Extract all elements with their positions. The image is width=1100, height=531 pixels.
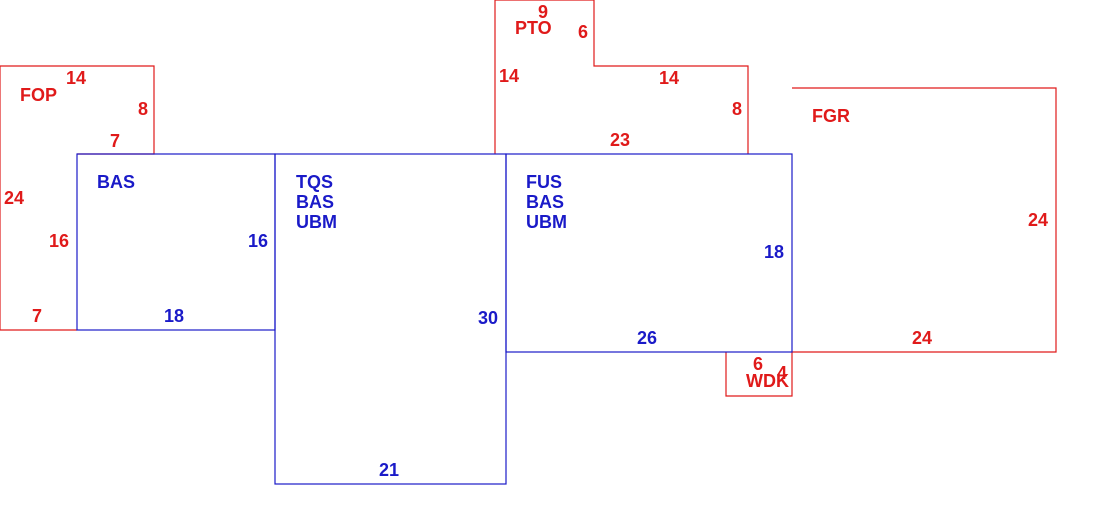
bas-dim-right: 16 (248, 231, 268, 251)
area-bas: BAS 16 18 (76, 153, 276, 331)
wdk-dim-width: 6 (753, 354, 763, 374)
wdk-dim-depth: 4 (777, 363, 787, 383)
fus-label-1: FUS (526, 172, 562, 192)
pto-outline (494, 0, 749, 154)
area-tqs: TQS BAS UBM 30 21 (274, 153, 507, 485)
fop-label: FOP (20, 85, 57, 105)
fgr-dim-right: 24 (1028, 210, 1048, 230)
tqs-dim-right: 30 (478, 308, 498, 328)
fus-outline (505, 153, 793, 353)
pto-dim-upper: 14 (659, 68, 679, 88)
area-pto: PTO 9 6 14 14 8 23 (494, 0, 749, 154)
tqs-dim-bottom: 21 (379, 460, 399, 480)
bas-label: BAS (97, 172, 135, 192)
fop-dim-right: 8 (138, 99, 148, 119)
tqs-label-1: TQS (296, 172, 333, 192)
fus-label-2: BAS (526, 192, 564, 212)
fgr-label: FGR (812, 106, 850, 126)
fop-dim-left: 24 (4, 188, 24, 208)
fus-dim-bottom: 26 (637, 328, 657, 348)
area-wdk: 6 4 WDK (725, 352, 793, 397)
area-fop: FOP 14 8 7 24 16 7 (0, 65, 155, 331)
fus-label-3: UBM (526, 212, 567, 232)
fop-dim-inner: 16 (49, 231, 69, 251)
area-fus: FUS BAS UBM 18 26 (505, 153, 793, 353)
pto-dim-left: 14 (499, 66, 519, 86)
pto-dim-top: 9 (538, 2, 548, 22)
bas-dim-bottom: 18 (164, 306, 184, 326)
tqs-label-2: BAS (296, 192, 334, 212)
wdk-label: WDK (746, 371, 789, 391)
pto-dim-right: 8 (732, 99, 742, 119)
area-fgr: FGR 24 24 (792, 87, 1057, 353)
pto-dim-notch: 6 (578, 22, 588, 42)
tqs-label-3: UBM (296, 212, 337, 232)
fgr-outline (792, 87, 1057, 353)
fop-dim-bottom: 7 (110, 131, 120, 151)
fop-dim-base: 7 (32, 306, 42, 326)
wdk-outline (725, 352, 793, 397)
pto-dim-bottom: 23 (610, 130, 630, 150)
pto-label: PTO (515, 18, 552, 38)
fus-dim-right: 18 (764, 242, 784, 262)
fop-dim-top: 14 (66, 68, 86, 88)
fgr-dim-bottom: 24 (912, 328, 932, 348)
